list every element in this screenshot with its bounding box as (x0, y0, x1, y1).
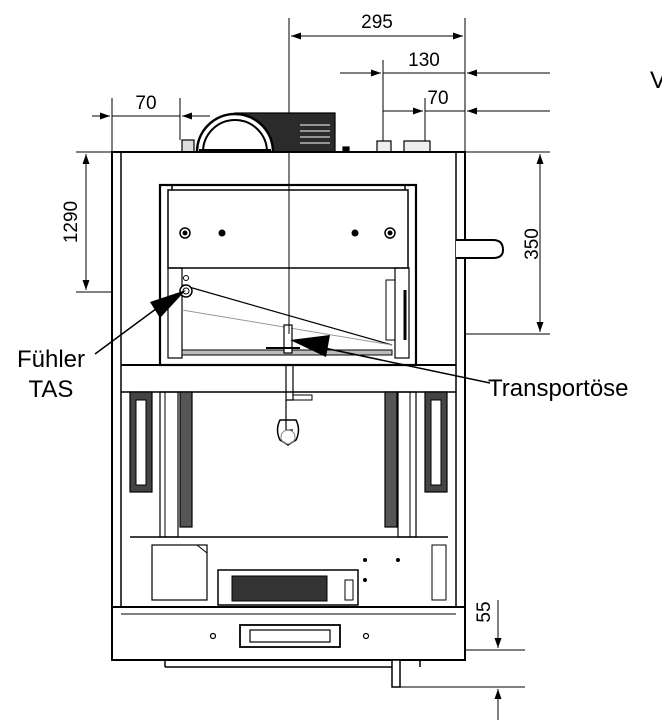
dimension-130 (340, 60, 550, 150)
dimension-130-label: 130 (408, 50, 440, 71)
combustion-chamber-door (158, 183, 418, 367)
sensor-label-line2: TAS (29, 376, 74, 403)
boiler-interior (121, 364, 456, 606)
dimension-55 (400, 600, 525, 720)
dimension-70-right (383, 98, 550, 143)
control-display (209, 624, 370, 648)
dimension-70-right-label: 70 (427, 88, 448, 109)
dimension-1290-label: 1290 (61, 201, 82, 243)
door-handle (456, 239, 505, 259)
dimension-55-label: 55 (474, 601, 495, 622)
dimension-70-left (92, 98, 210, 152)
clipped-letter: V (650, 67, 662, 94)
transport-eye-callout (290, 335, 491, 384)
transport-eye-label: Transportöse (488, 375, 629, 402)
sensor-label-line1: Fühler (17, 346, 85, 373)
dimension-350-label: 350 (522, 228, 543, 260)
dimension-70-left-label: 70 (135, 93, 156, 114)
dimension-295-label: 295 (361, 12, 393, 33)
sensor-callout (94, 290, 186, 355)
